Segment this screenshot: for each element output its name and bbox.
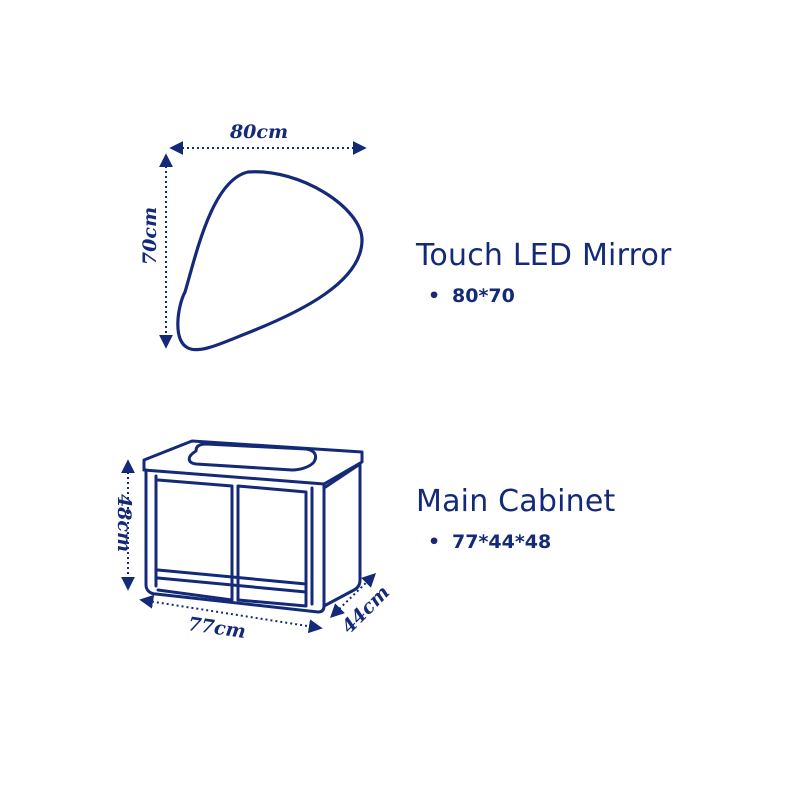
cabinet-drawing — [142, 439, 364, 614]
mirror-info: Touch LED Mirror • 80*70 — [416, 238, 672, 307]
cabinet-width-label: 77cm — [187, 613, 248, 643]
cabinet-basin — [187, 442, 318, 472]
mirror-width-label: 80cm — [229, 121, 288, 143]
cabinet-depth-label: 44cm — [337, 581, 394, 638]
cabinet-body-side — [322, 462, 362, 608]
cabinet-width-dimension-line — [139, 594, 323, 634]
mirror-height-label: 70cm — [139, 207, 161, 265]
mirror-spec: 80*70 — [452, 285, 515, 307]
bullet: • — [428, 285, 441, 307]
bullet: • — [428, 531, 441, 553]
cabinet-height-label: 48cm — [113, 494, 135, 552]
cabinet-front-frame — [154, 474, 314, 606]
cabinet-bottom-rail — [156, 568, 308, 594]
cabinet-title: Main Cabinet — [416, 484, 616, 519]
mirror-drawing — [176, 170, 364, 352]
mirror-title: Touch LED Mirror — [416, 238, 672, 273]
cabinet-info: Main Cabinet • 77*44*48 — [416, 484, 616, 553]
cabinet-spec-item: • 77*44*48 — [416, 531, 616, 553]
mirror-spec-item: • 80*70 — [416, 285, 672, 307]
cabinet-spec: 77*44*48 — [452, 531, 552, 553]
mirror-outline — [176, 170, 364, 352]
